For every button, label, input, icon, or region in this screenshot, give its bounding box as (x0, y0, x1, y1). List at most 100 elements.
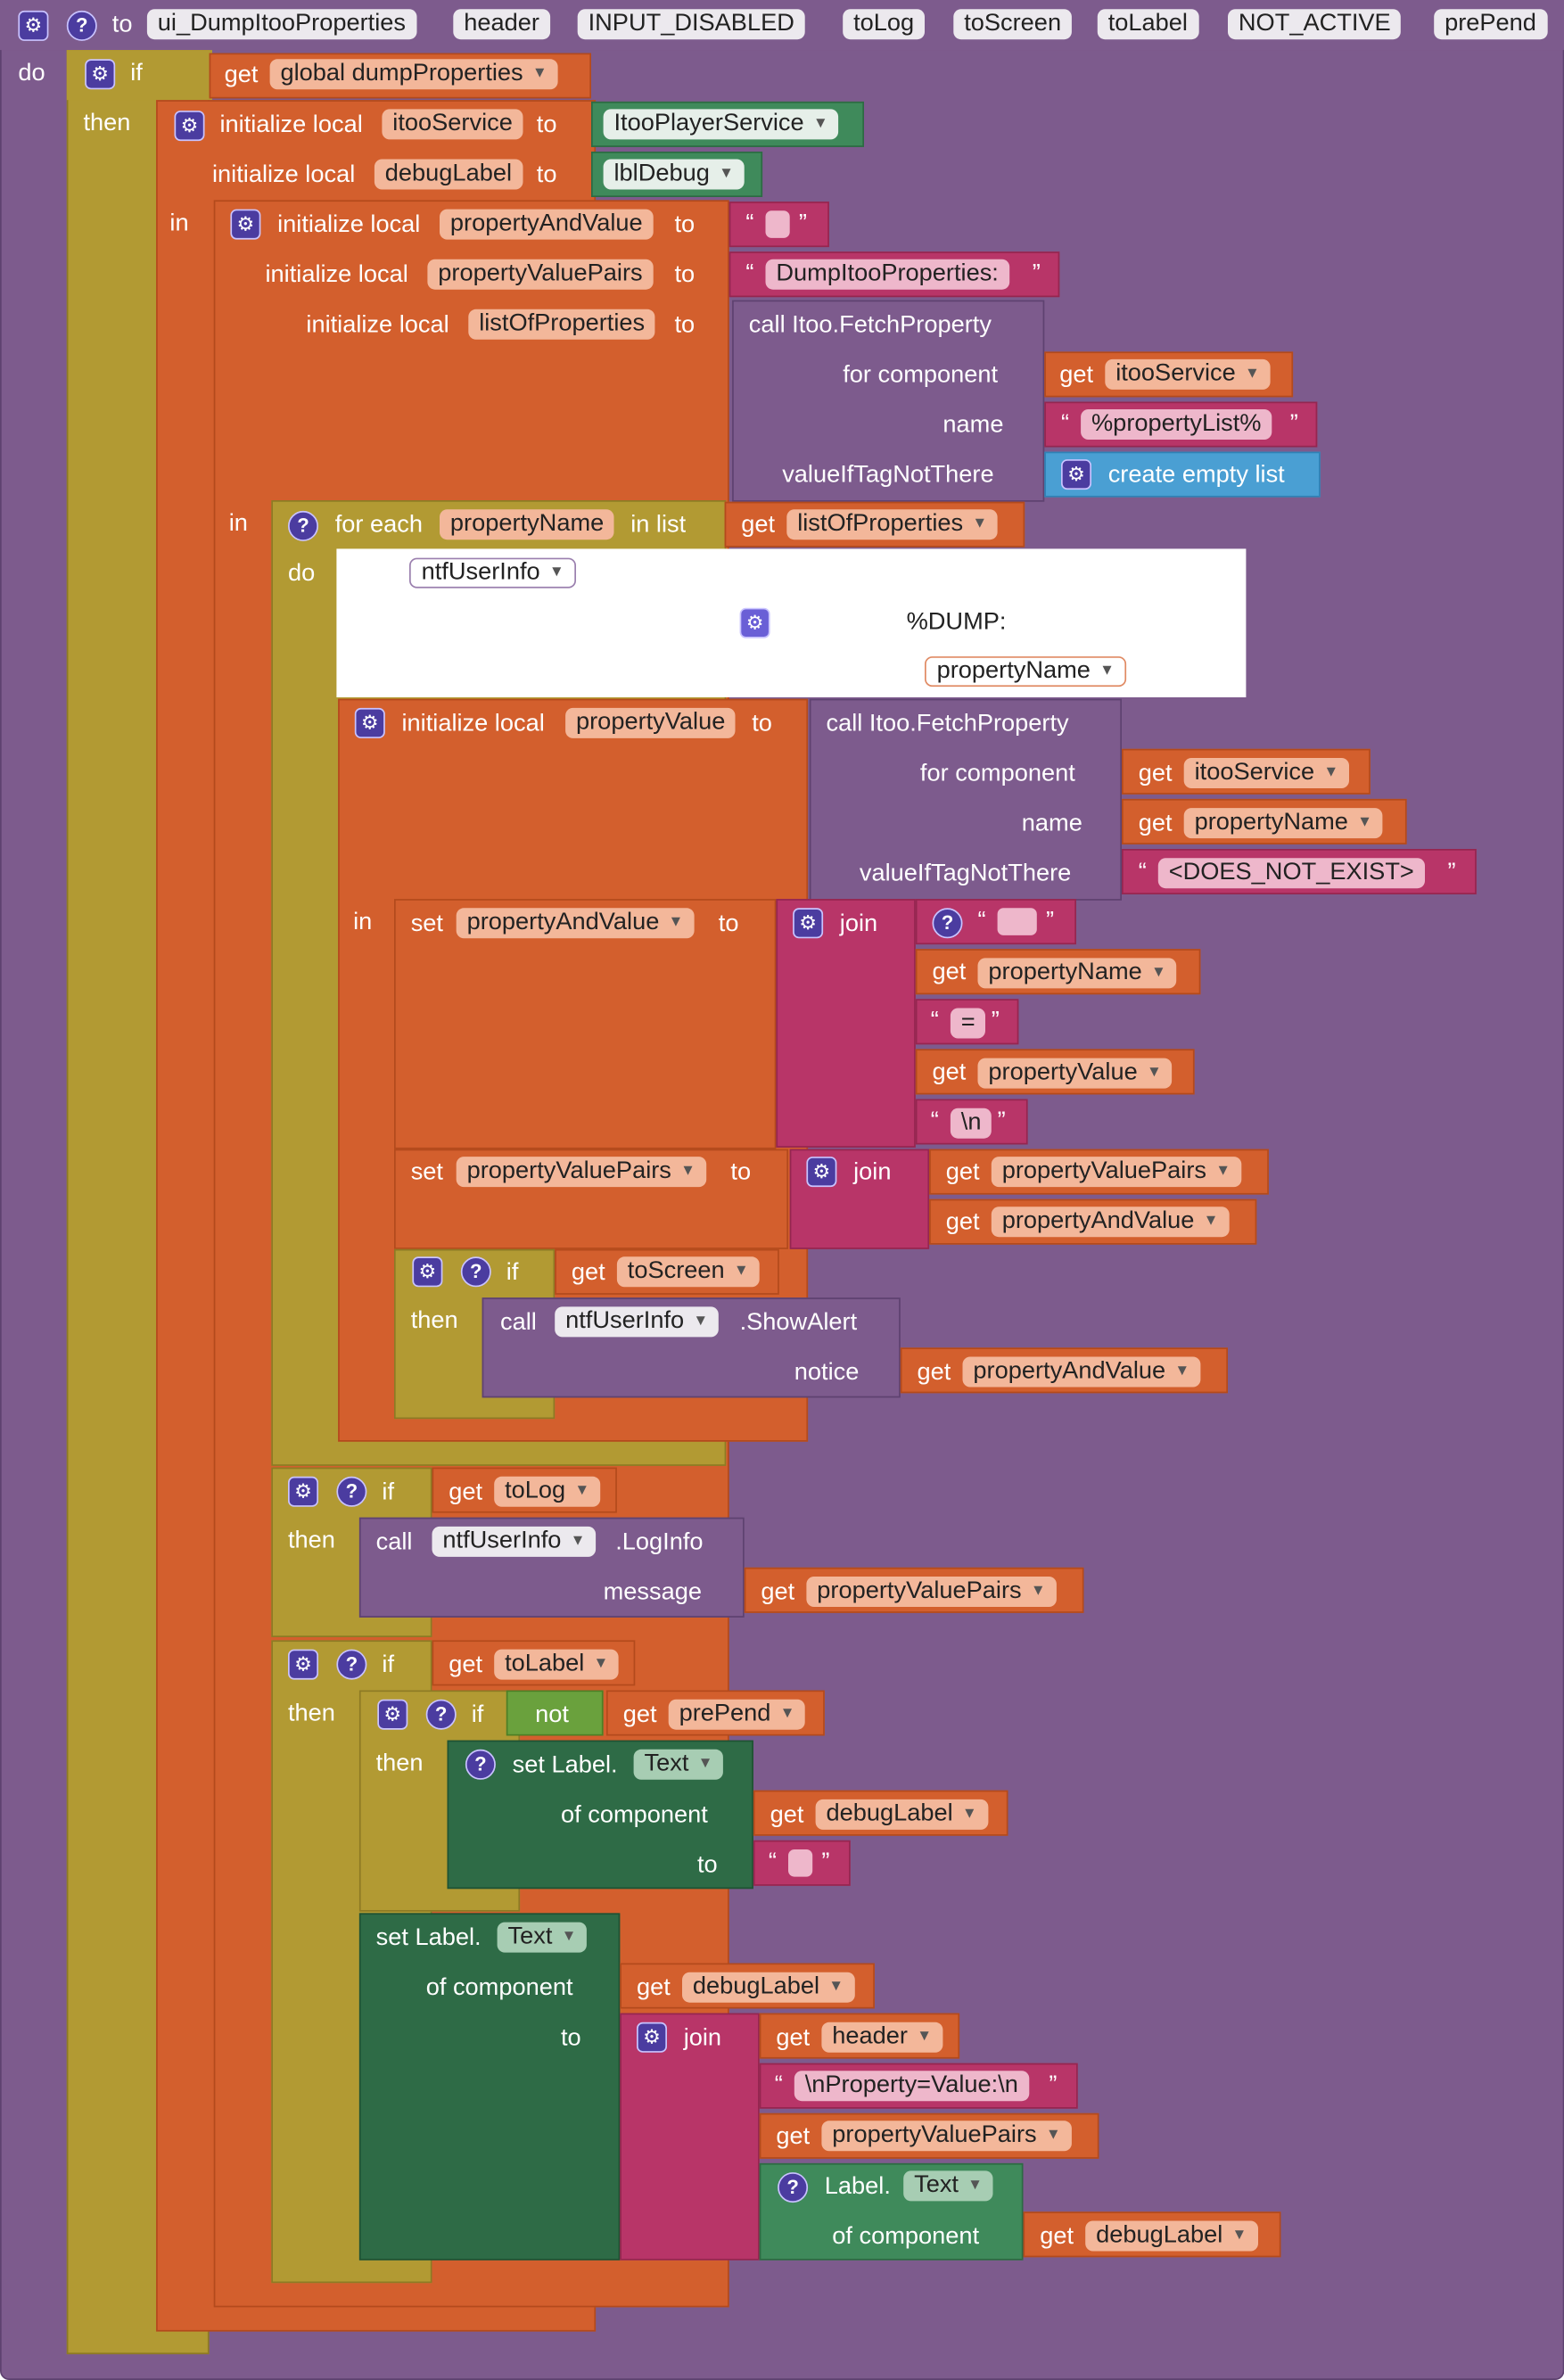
debuglabel-dropdown[interactable]: debugLabel▼ (815, 1799, 988, 1830)
local-debuglabel-name[interactable]: debugLabel (374, 159, 523, 190)
itooplayerservice-dropdown[interactable]: ItooPlayerService▼ (603, 109, 839, 140)
gear-icon[interactable]: ⚙ (174, 111, 205, 142)
gear-icon[interactable]: ⚙ (288, 1476, 318, 1507)
param-prepend[interactable]: prePend (1434, 9, 1547, 40)
quote-open: “ (1061, 410, 1070, 437)
itooservice-dropdown[interactable]: itooService▼ (1105, 358, 1271, 390)
gear-icon[interactable]: ⚙ (412, 1256, 443, 1288)
join-block-1[interactable] (776, 899, 916, 1148)
fetch-property-call-2[interactable] (809, 698, 1122, 901)
listofproperties-dropdown[interactable]: listOfProperties▼ (786, 509, 999, 540)
propertyvalue-dropdown[interactable]: propertyValue▼ (977, 1058, 1173, 1089)
text-property-value-field[interactable]: \nProperty=Value:\n (794, 2071, 1029, 2102)
text-propertylist-field[interactable]: %propertyList% (1081, 409, 1272, 440)
gear-icon[interactable]: ⚙ (637, 2022, 667, 2053)
param-header[interactable]: header (453, 9, 550, 40)
do-keyword: do (288, 561, 316, 587)
fetch-property-call-1[interactable] (732, 300, 1045, 502)
get-keyword: get (1138, 811, 1173, 837)
get-keyword: get (449, 1479, 483, 1506)
ntfuserinfo-dropdown-1[interactable]: ntfUserInfo▼ (555, 1306, 720, 1338)
itooservice-dropdown[interactable]: itooService▼ (1183, 758, 1350, 788)
empty-text-field[interactable] (997, 908, 1037, 935)
help-icon[interactable]: ? (336, 1476, 367, 1507)
help-icon[interactable]: ? (66, 10, 97, 41)
label-text-dropdown-1[interactable]: Text▼ (633, 1749, 724, 1780)
local-propertyvaluepairs-name[interactable]: propertyValuePairs (427, 259, 654, 290)
gear-icon[interactable]: ⚙ (793, 908, 824, 939)
header-dropdown[interactable]: header▼ (821, 2022, 943, 2053)
floating-propertyname[interactable]: propertyName▼ (925, 656, 1127, 688)
gear-icon[interactable]: ⚙ (1061, 459, 1091, 490)
set-propertyvaluepairs-dropdown[interactable]: propertyValuePairs▼ (456, 1157, 706, 1188)
floating-ntfuserinfo[interactable]: ntfUserInfo▼ (409, 557, 577, 589)
empty-text-field[interactable] (788, 1849, 813, 1877)
prepend-dropdown[interactable]: prePend▼ (668, 1699, 806, 1730)
init-local-label-5: initialize local (306, 312, 449, 339)
help-icon[interactable]: ? (465, 1749, 496, 1780)
tolog-dropdown[interactable]: toLog▼ (494, 1476, 601, 1507)
tolabel-dropdown[interactable]: toLabel▼ (494, 1649, 620, 1680)
help-icon[interactable]: ? (778, 2172, 809, 2203)
not-block[interactable] (506, 1690, 604, 1736)
propertyname-dropdown[interactable]: propertyName▼ (977, 958, 1177, 989)
quote-close: ” (821, 1849, 830, 1875)
call-keyword: call (500, 1309, 537, 1336)
ntfuserinfo-dropdown-2[interactable]: ntfUserInfo▼ (432, 1526, 597, 1557)
gear-icon[interactable]: ⚙ (354, 707, 385, 738)
text-newline-field[interactable]: \n (950, 1108, 992, 1139)
param-not-active[interactable]: NOT_ACTIVE (1228, 9, 1402, 40)
fetch-call-label-2: call Itoo.FetchProperty (826, 711, 1069, 737)
toscreen-dropdown[interactable]: toScreen▼ (616, 1256, 760, 1288)
param-tolabel[interactable]: toLabel (1097, 9, 1198, 40)
label-text-dropdown-3[interactable]: Text▼ (903, 2170, 993, 2202)
gear-icon[interactable]: ⚙ (288, 1649, 318, 1680)
help-icon[interactable]: ? (460, 1256, 491, 1288)
help-icon[interactable]: ? (288, 510, 318, 541)
floating-gear-icon[interactable]: ⚙ (739, 607, 770, 638)
param-input-disabled[interactable]: INPUT_DISABLED (577, 9, 805, 40)
param-tolog[interactable]: toLog (843, 9, 926, 40)
value-if-tag-label: valueIfTagNotThere (859, 861, 1072, 887)
quote-open: “ (768, 1849, 777, 1875)
global-dump-dropdown[interactable]: global dumpProperties▼ (269, 59, 558, 90)
empty-text-field[interactable] (765, 210, 790, 238)
propertyvaluepairs-dropdown[interactable]: propertyValuePairs▼ (806, 1577, 1057, 1607)
procedure-name-field[interactable]: ui_DumpItooProperties (146, 9, 416, 40)
to-keyword: to (697, 1852, 718, 1879)
gear-icon[interactable]: ⚙ (806, 1157, 837, 1188)
debuglabel-dropdown[interactable]: debugLabel▼ (1085, 2220, 1258, 2252)
local-propertyvalue-name[interactable]: propertyValue (565, 707, 737, 738)
set-label-text-block-2[interactable] (358, 1913, 621, 2261)
propertyandvalue-dropdown[interactable]: propertyAndValue▼ (962, 1356, 1201, 1388)
gear-icon[interactable]: ⚙ (377, 1699, 408, 1730)
propertyvaluepairs-dropdown[interactable]: propertyValuePairs▼ (991, 1157, 1241, 1188)
help-icon[interactable]: ? (425, 1699, 457, 1730)
join-block-3[interactable] (620, 2013, 760, 2261)
propertyandvalue-dropdown[interactable]: propertyAndValue▼ (991, 1206, 1230, 1238)
get-keyword: get (770, 1802, 804, 1829)
help-icon[interactable]: ? (336, 1649, 367, 1680)
label-text-dropdown-2[interactable]: Text▼ (497, 1922, 588, 1953)
local-propertyandvalue-name[interactable]: propertyAndValue (440, 209, 654, 240)
gear-icon[interactable]: ⚙ (18, 10, 49, 41)
set-propertyandvalue-block[interactable] (394, 899, 777, 1149)
lbldebug-dropdown[interactable]: lblDebug▼ (603, 159, 745, 190)
text-dump-header-field[interactable]: DumpItooProperties: (765, 259, 1009, 290)
local-itooservice-name[interactable]: itooService (382, 109, 523, 140)
gear-icon[interactable]: ⚙ (85, 59, 116, 90)
propertyvaluepairs-dropdown[interactable]: propertyValuePairs▼ (821, 2121, 1072, 2152)
text-equals-field[interactable]: = (950, 1008, 986, 1039)
to-keyword: to (561, 2025, 581, 2052)
gear-icon[interactable]: ⚙ (230, 209, 261, 240)
propertyname-dropdown[interactable]: propertyName▼ (1183, 808, 1383, 839)
then-keyword: then (83, 111, 131, 136)
set-propertyandvalue-dropdown[interactable]: propertyAndValue▼ (456, 908, 695, 939)
param-toscreen[interactable]: toScreen (953, 9, 1072, 40)
local-listofproperties-name[interactable]: listOfProperties (468, 309, 656, 340)
quote-close: ” (991, 1008, 1000, 1034)
text-not-exist-field[interactable]: <DOES_NOT_EXIST> (1157, 858, 1425, 889)
for-each-var-name[interactable]: propertyName (440, 509, 615, 540)
help-icon[interactable]: ? (932, 908, 963, 939)
debuglabel-dropdown[interactable]: debugLabel▼ (682, 1972, 855, 2003)
